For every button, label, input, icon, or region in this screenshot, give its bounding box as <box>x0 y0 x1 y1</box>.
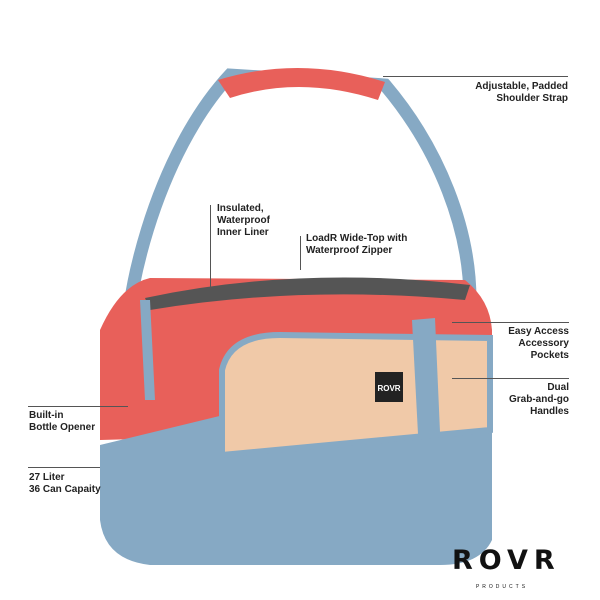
bag-opening <box>145 277 470 310</box>
label-line: Grab-and-go <box>509 394 569 405</box>
logo-patch-text: ROVR <box>377 384 400 393</box>
label-line: Shoulder Strap <box>496 93 568 104</box>
label-line: 27 Liter <box>29 472 65 483</box>
label-line: Handles <box>530 406 569 417</box>
label-line: Bottle Opener <box>29 422 96 433</box>
strap-leader-line <box>383 76 568 77</box>
label-line: 36 Can Capaity <box>29 484 101 495</box>
label-inner-liner: Insulated, Waterproof Inner Liner <box>217 203 270 239</box>
handles-leader-line <box>452 378 569 379</box>
logo-wordmark: ROVR <box>452 545 561 576</box>
label-line: Pockets <box>530 350 569 361</box>
capacity-leader-line <box>28 467 100 468</box>
logo-patch <box>375 372 403 402</box>
label-line: Dual <box>547 382 569 393</box>
grab-handle-left <box>140 300 155 400</box>
grab-handle <box>412 318 440 434</box>
label-line: Inner Liner <box>217 227 269 238</box>
label-capacity: 27 Liter 36 Can Capaity <box>29 472 101 496</box>
strap-pad <box>218 67 385 100</box>
rovr-logo: ROVR PRODUCTS <box>452 545 561 590</box>
label-line: Waterproof Zipper <box>306 245 393 256</box>
label-line: Accessory <box>518 338 569 349</box>
label-line: LoadR Wide-Top with <box>306 233 408 244</box>
label-line: Insulated, <box>217 203 264 214</box>
label-line: Easy Access <box>508 326 569 337</box>
label-line: Adjustable, Padded <box>475 81 568 92</box>
zipper-leader-line <box>300 236 301 270</box>
logo-subtext: PRODUCTS <box>475 584 529 590</box>
pockets-leader-line <box>452 322 569 323</box>
label-zipper: LoadR Wide-Top with Waterproof Zipper <box>306 233 407 257</box>
liner-leader-line <box>210 205 211 297</box>
label-handles: Dual Grab-and-go Handles <box>509 382 569 418</box>
label-pockets: Easy Access Accessory Pockets <box>508 326 569 362</box>
label-line: Waterproof <box>217 215 270 226</box>
opener-leader-line <box>28 406 128 407</box>
label-bottle-opener: Built-in Bottle Opener <box>29 410 95 434</box>
label-line: Built-in <box>29 410 64 421</box>
label-shoulder-strap: Adjustable, Padded Shoulder Strap <box>475 81 568 105</box>
